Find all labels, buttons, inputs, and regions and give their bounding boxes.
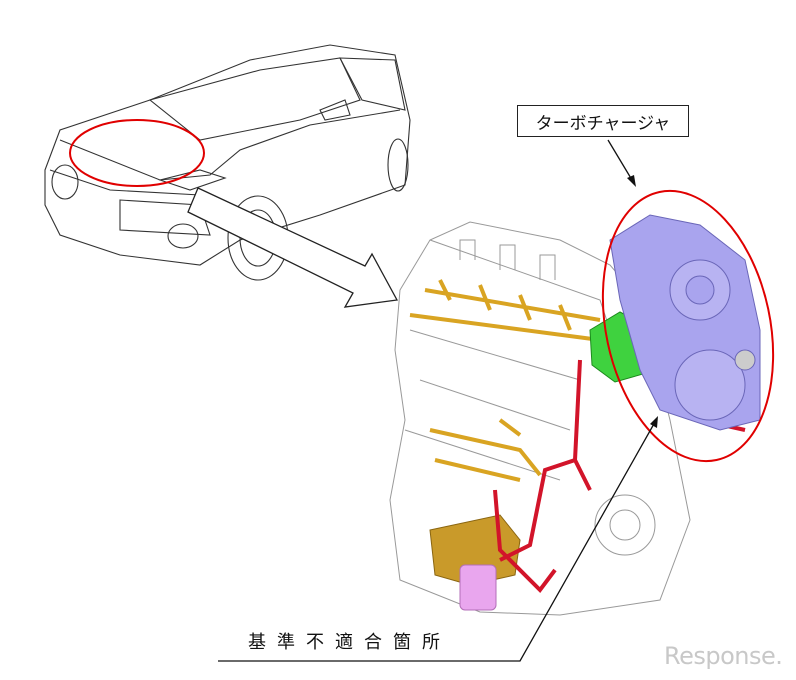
- oil-pipes-orange: [409, 279, 601, 482]
- oil-filter-housing: [429, 514, 521, 611]
- hood-highlight-ellipse: [69, 119, 205, 187]
- response-watermark-logo: Response.: [664, 642, 783, 670]
- callout-arrow: [187, 187, 399, 308]
- turbocharger-label: ターボチャージャ: [517, 105, 689, 137]
- nonconforming-leader-line: [218, 416, 658, 662]
- nonconforming-location-label: 基準不適合箇所: [248, 632, 451, 653]
- suv-line-drawing: [44, 44, 411, 281]
- turbocharger-leader-line: [607, 139, 636, 187]
- turbocharger-part: [609, 214, 761, 431]
- turbocharger-highlight-ellipse: [601, 189, 775, 463]
